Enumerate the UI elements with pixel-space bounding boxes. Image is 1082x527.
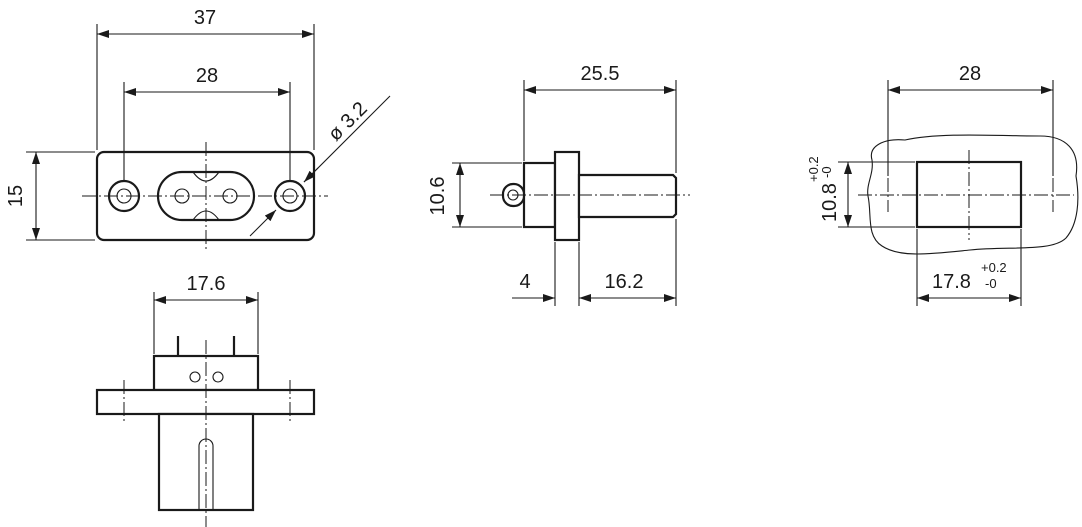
dim-bottom-body-width: 17.6 [187, 273, 226, 295]
dim-side-height: 10.6 [427, 177, 449, 216]
dim-cutout-height-tol-upper: +0.2 [806, 156, 821, 182]
panel-cutout-view: 28 10.8 +0.2 -0 17.8 +0.2 -0 [806, 63, 1079, 306]
dim-cutout-width-tol-upper: +0.2 [981, 260, 1007, 275]
side-pin [577, 173, 678, 219]
dim-pin-length: 16.2 [605, 271, 644, 293]
dim-cutout-hole-spacing: 28 [959, 63, 981, 85]
dim-hole-spacing: 28 [196, 65, 218, 87]
panel-outline [867, 134, 1079, 255]
dim-height: 15 [5, 185, 27, 207]
dim-cutout-height-tol-lower: -0 [819, 166, 834, 178]
dim-flange-offset: 4 [519, 271, 530, 293]
front-view: 37 28 15 ø 3.2 [5, 7, 391, 252]
bottom-view: 17.6 [95, 273, 316, 527]
dim-overall-width: 37 [194, 7, 216, 29]
side-flange [553, 150, 581, 242]
dim-total-length: 25.5 [581, 63, 620, 85]
dim-cutout-width: 17.8 [932, 271, 971, 293]
side-view: 25.5 10.6 4 16.2 [427, 63, 690, 306]
dim-cutout-width-tol-lower: -0 [985, 276, 997, 291]
dim-cutout-height: 10.8 [819, 183, 841, 222]
